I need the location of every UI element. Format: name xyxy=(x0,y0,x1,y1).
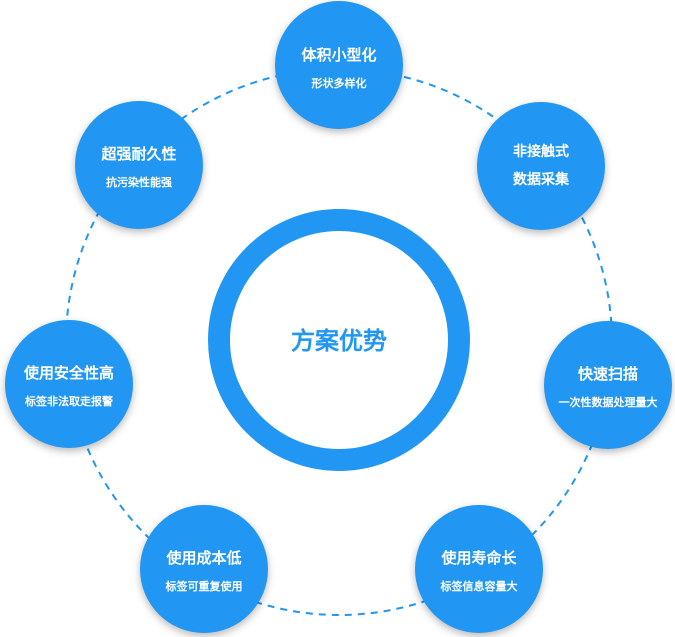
node-durable-subtitle: 抗污染性能强 xyxy=(106,175,172,189)
node-durable-title: 超强耐久性 xyxy=(100,145,176,163)
node-non-contact-title: 非接触式 xyxy=(513,143,569,160)
node-long-life-title: 使用寿命长 xyxy=(440,549,517,567)
node-fast-scan: 快速扫描 一次性数据处理量大 xyxy=(544,321,672,449)
node-volume-subtitle: 形状多样化 xyxy=(312,76,367,90)
node-low-cost-circle xyxy=(140,505,268,633)
center-ring xyxy=(208,209,470,471)
node-durable: 超强耐久性 抗污染性能强 xyxy=(75,101,203,229)
node-long-life: 使用寿命长 标签信息容量大 xyxy=(415,505,543,633)
node-non-contact: 非接触式 数据采集 xyxy=(477,102,605,230)
node-volume: 体积小型化 形状多样化 xyxy=(275,1,403,129)
node-non-contact-subtitle: 数据采集 xyxy=(513,171,570,188)
node-fast-scan-subtitle: 一次性数据处理量大 xyxy=(559,395,658,409)
node-non-contact-circle xyxy=(477,102,605,230)
node-security-circle xyxy=(5,320,133,448)
node-fast-scan-title: 快速扫描 xyxy=(578,365,638,383)
node-long-life-subtitle: 标签信息容量大 xyxy=(440,579,518,593)
node-low-cost-subtitle: 标签可重复使用 xyxy=(165,579,243,593)
center-hub: 方案优势 xyxy=(208,209,470,471)
node-security-title: 使用安全性高 xyxy=(23,364,114,382)
node-long-life-circle xyxy=(415,505,543,633)
center-label: 方案优势 xyxy=(291,327,387,355)
node-security-subtitle: 标签非法取走报警 xyxy=(24,394,113,408)
node-security: 使用安全性高 标签非法取走报警 xyxy=(5,320,133,448)
node-durable-circle xyxy=(75,101,203,229)
node-fast-scan-circle xyxy=(544,321,672,449)
node-volume-circle xyxy=(275,1,403,129)
node-volume-title: 体积小型化 xyxy=(301,46,376,64)
node-low-cost: 使用成本低 标签可重复使用 xyxy=(140,505,268,633)
node-low-cost-title: 使用成本低 xyxy=(165,549,241,567)
